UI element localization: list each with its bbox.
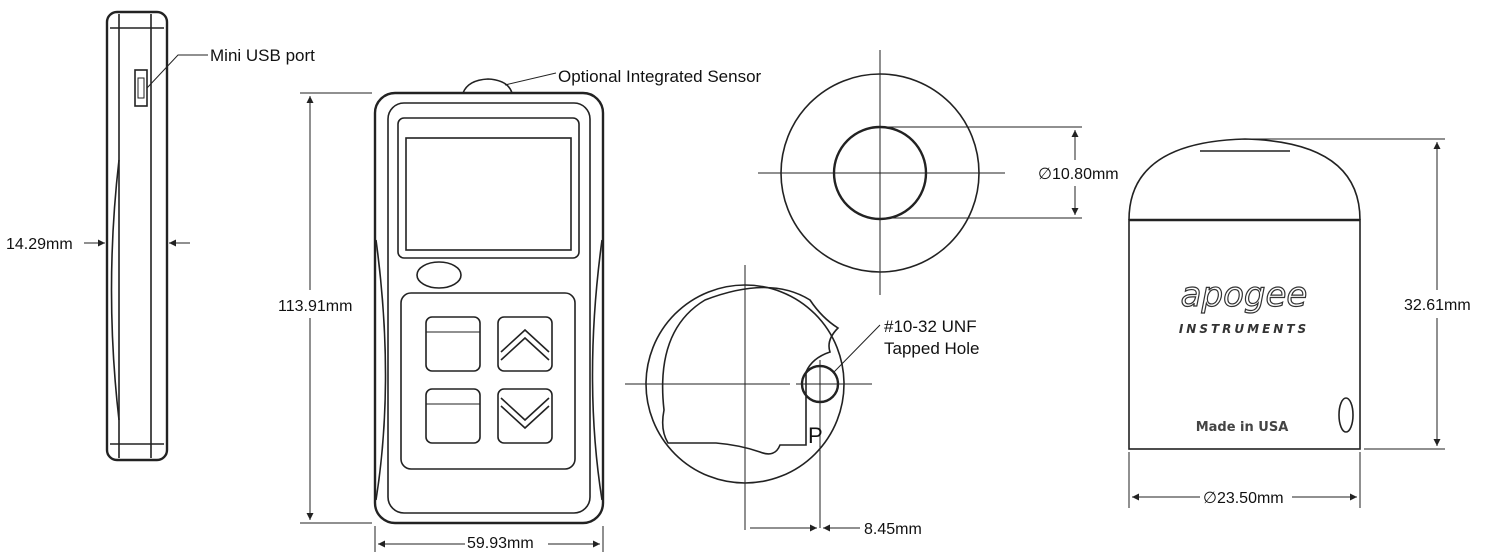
up-arrow-icon-shadow xyxy=(500,336,550,361)
usb-leader-line xyxy=(146,54,208,89)
height-dimension: 113.91mm xyxy=(278,298,352,315)
side-view-grip xyxy=(110,159,120,421)
power-button-icon xyxy=(416,261,462,289)
width-dimension: 59.93mm xyxy=(467,535,534,552)
sensor-leader-line xyxy=(504,72,557,86)
apogee-logo: apogee xyxy=(1181,275,1308,315)
sensor-top-view: ∅10.80mm xyxy=(758,50,1119,295)
keypad-button-down xyxy=(497,388,553,444)
down-arrow-icon-shadow xyxy=(500,405,550,430)
hole-offset-dimension: 8.45mm xyxy=(864,521,922,538)
sensor-dome-outline xyxy=(1128,138,1361,221)
thickness-dimension: 14.29mm xyxy=(6,236,73,253)
keypad-button-up xyxy=(497,316,553,372)
sensor-height-dimension: 32.61mm xyxy=(1404,297,1471,314)
tapped-hole-label-line2: Tapped Hole xyxy=(884,339,979,358)
sensor-port-mark: P xyxy=(808,423,823,448)
side-view: Mini USB port 14.29mm xyxy=(6,10,315,462)
usb-port-inner xyxy=(137,77,145,99)
keypad-area xyxy=(400,292,576,470)
optional-sensor-label: Optional Integrated Sensor xyxy=(558,67,762,86)
meter-left-grip xyxy=(375,239,387,501)
sensor-body-outline xyxy=(1128,219,1361,450)
integrated-sensor-bump xyxy=(462,78,513,94)
sensor-bottom-view: #10-32 UNF Tapped Hole P 8.45mm xyxy=(625,265,979,538)
keypad-button-bottom-left xyxy=(425,388,481,444)
tapped-hole-leader-line xyxy=(833,324,881,373)
tapped-hole-label-line1: #10-32 UNF xyxy=(884,317,977,336)
usb-port-icon xyxy=(134,69,148,107)
sensor-bottom-recess xyxy=(661,286,840,455)
meter-body-inner xyxy=(387,102,591,514)
up-arrow-icon xyxy=(500,328,550,353)
display-screen xyxy=(405,137,572,251)
sensor-side-view: apogee INSTRUMENTS Made in USA 32.61mm ∅… xyxy=(1128,138,1471,508)
side-view-outline xyxy=(105,10,169,462)
sensor-diameter-dimension: ∅23.50mm xyxy=(1203,490,1284,507)
meter-body-outline xyxy=(373,91,605,525)
apogee-logo-subtitle: INSTRUMENTS xyxy=(1179,322,1309,336)
sensor-top-diameter-dimension: ∅10.80mm xyxy=(1038,166,1119,183)
down-arrow-icon xyxy=(500,397,550,422)
usb-port-label: Mini USB port xyxy=(210,46,315,65)
display-bezel xyxy=(397,117,580,259)
front-view: Optional Integrated Sensor 113.91mm 59.9… xyxy=(278,67,762,552)
keypad-button-top-left xyxy=(425,316,481,372)
cable-port-icon xyxy=(1338,397,1354,433)
meter-right-grip xyxy=(591,239,603,501)
made-in-usa-label: Made in USA xyxy=(1196,420,1289,435)
